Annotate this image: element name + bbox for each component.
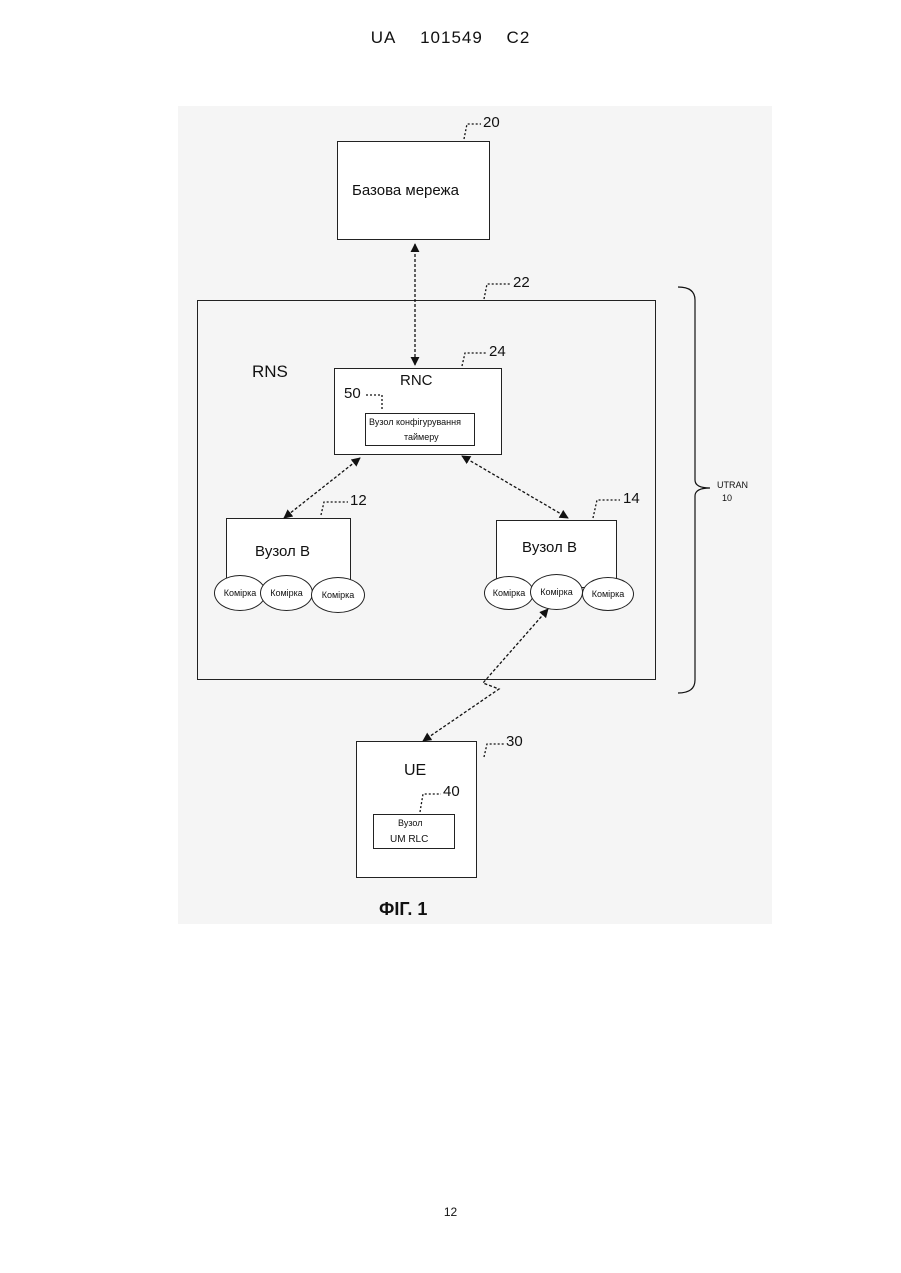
utran-label-2: 10 bbox=[722, 493, 732, 503]
utran-label-1: UTRAN bbox=[717, 480, 748, 490]
ue-ref: 30 bbox=[506, 733, 523, 750]
node-b-right-cell-2: Комірка bbox=[530, 574, 583, 610]
timer-config-node-ref: 50 bbox=[344, 385, 361, 402]
timer-config-node-label-1: Вузол конфігурування bbox=[369, 417, 461, 427]
node-b-left-ref: 12 bbox=[350, 492, 367, 509]
node-b-right-cell-1: Комірка bbox=[484, 576, 534, 610]
um-rlc-node-ref: 40 bbox=[443, 783, 460, 800]
document-header: UA 101549 C2 bbox=[0, 28, 901, 48]
rnc-label: RNC bbox=[400, 372, 433, 389]
patent-number: 101549 bbox=[420, 28, 483, 47]
country-code: UA bbox=[371, 28, 397, 47]
rns-box bbox=[197, 300, 656, 680]
node-b-left-cell-1: Комірка bbox=[214, 575, 266, 611]
page-number: 12 bbox=[0, 1205, 901, 1219]
rns-label: RNS bbox=[252, 362, 288, 382]
rnc-ref: 24 bbox=[489, 343, 506, 360]
figure-caption: ФІГ. 1 bbox=[379, 899, 427, 920]
timer-config-node-label-2: таймеру bbox=[404, 432, 439, 442]
patent-kind: C2 bbox=[507, 28, 531, 47]
um-rlc-node-label-1: Вузол bbox=[398, 818, 423, 828]
core-network-label: Базова мережа bbox=[352, 182, 459, 199]
node-b-left-cell-2: Комірка bbox=[260, 575, 313, 611]
node-b-right-ref: 14 bbox=[623, 490, 640, 507]
node-b-left-label: Вузол В bbox=[255, 543, 310, 560]
um-rlc-node-label-2: UM RLC bbox=[390, 834, 428, 845]
core-network-ref: 20 bbox=[483, 114, 500, 131]
node-b-right-label: Вузол В bbox=[522, 539, 577, 556]
node-b-right-cell-3: Комірка bbox=[582, 577, 634, 611]
rns-ref: 22 bbox=[513, 274, 530, 291]
node-b-left-cell-3: Комірка bbox=[311, 577, 365, 613]
ue-label: UE bbox=[404, 762, 426, 780]
